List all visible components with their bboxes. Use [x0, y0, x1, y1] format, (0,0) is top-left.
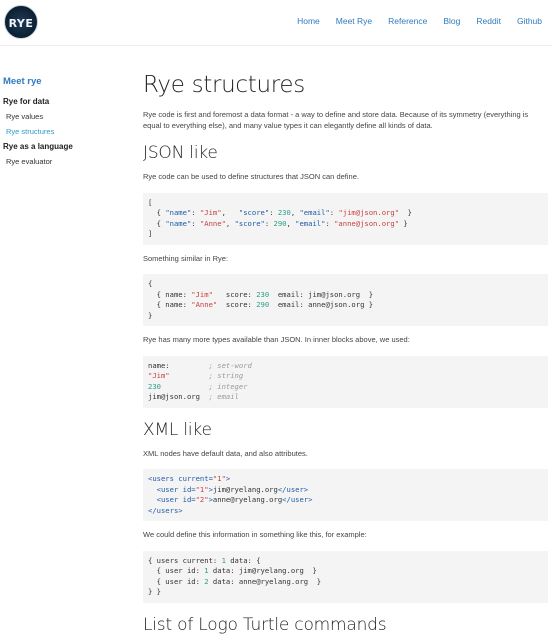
nav-blog[interactable]: Blog: [443, 16, 461, 26]
sidebar-title[interactable]: Meet rye: [3, 76, 42, 87]
intro-paragraph: Rye code is first and foremost a data fo…: [143, 110, 529, 130]
sidebar: Meet rye Rye for data Rye values Rye str…: [3, 76, 103, 172]
nav-reddit[interactable]: Reddit: [476, 16, 501, 26]
rye-logo[interactable]: RYE: [4, 5, 38, 39]
logo-text: RYE: [8, 17, 34, 30]
sidebar-item-rye-values[interactable]: Rye values: [6, 112, 44, 121]
nav-github[interactable]: Github: [516, 16, 542, 26]
types-paragraph: Rye has many more types available than J…: [143, 335, 410, 344]
top-header: RYE Home Meet Rye Reference Blog Reddit …: [0, 0, 552, 46]
nav-home[interactable]: Home: [297, 16, 320, 26]
main-content: Rye structures Rye code is first and for…: [143, 72, 548, 640]
sidebar-section-rye-as-language[interactable]: Rye as a language: [3, 142, 73, 151]
code-block-xml: <users current="1"> <user id="1">jim@rye…: [143, 469, 548, 521]
json-paragraph: Rye code can be used to define structure…: [143, 172, 359, 181]
nav-meet-rye[interactable]: Meet Rye: [335, 16, 373, 26]
sidebar-item-rye-structures[interactable]: Rye structures: [6, 127, 55, 136]
top-nav: Home Meet Rye Reference Blog Reddit Gith…: [281, 16, 542, 26]
sidebar-section-rye-for-data[interactable]: Rye for data: [3, 97, 50, 106]
code-block-json: [ { "name": "Jim", "score": 230, "email"…: [143, 192, 548, 245]
nav-reference[interactable]: Reference: [388, 16, 428, 26]
xml-paragraph: XML nodes have default data, and also at…: [143, 448, 308, 458]
heading-json-like: JSON like: [143, 143, 218, 163]
similar-paragraph: Something similar in Rye:: [143, 253, 229, 263]
code-block-rye: { { name: "Jim" score: 230 email: jim@js…: [143, 274, 548, 326]
heading-logo-turtle: List of Logo Turtle commands: [143, 614, 387, 635]
heading-xml-like: XML like: [143, 419, 212, 440]
page-title: Rye structures: [143, 72, 305, 98]
sidebar-item-rye-evaluator[interactable]: Rye evaluator: [6, 157, 53, 166]
code-block-rye-xml: { users current: 1 data: { { user id: 1 …: [143, 550, 548, 603]
code-block-types: name: ; set-word "Jim" ; string 230 ; in…: [143, 355, 548, 408]
xml-could-paragraph: We could define this information in some…: [143, 530, 367, 539]
